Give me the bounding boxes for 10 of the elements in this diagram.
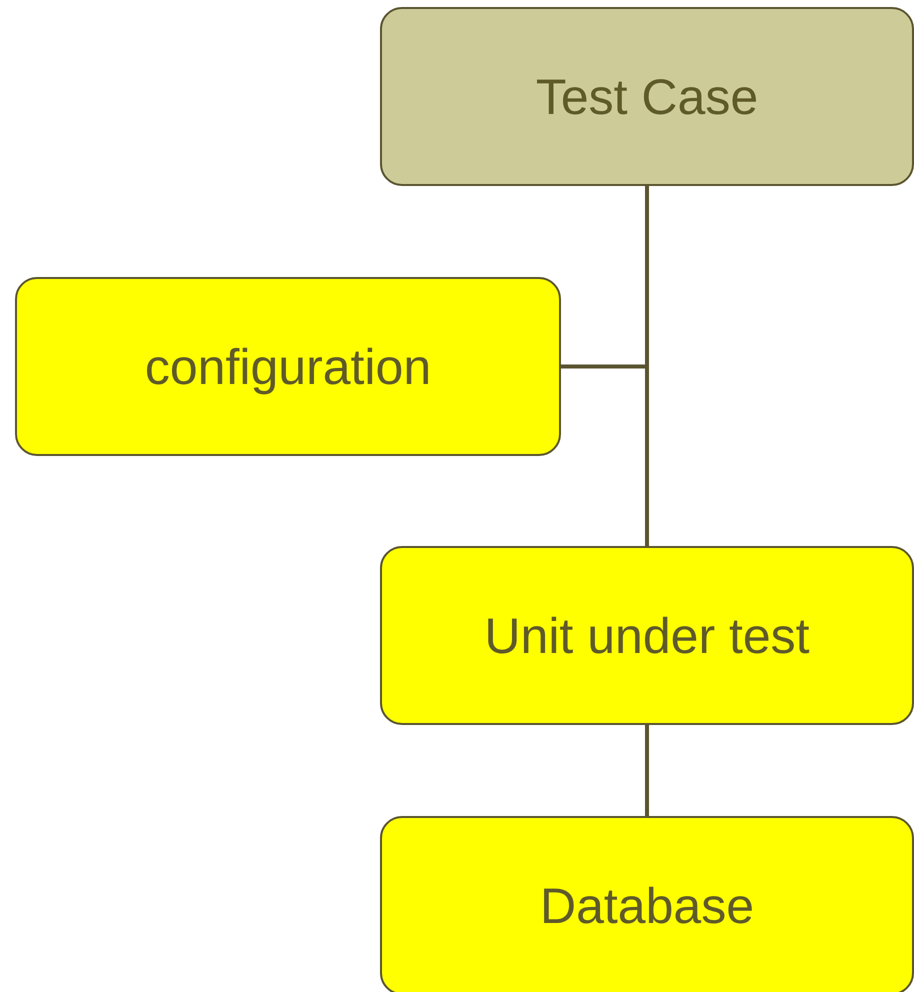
- node-label: Database: [540, 876, 754, 934]
- node-label: Unit under test: [484, 606, 810, 664]
- process-box: [15, 277, 561, 456]
- connector-line: [645, 186, 649, 546]
- process-box: [380, 816, 914, 992]
- node-label: Test Case: [536, 68, 758, 126]
- connector-line: [645, 725, 649, 816]
- header-box: [380, 7, 914, 186]
- process-box: [380, 546, 914, 725]
- node-label: configuration: [144, 338, 432, 396]
